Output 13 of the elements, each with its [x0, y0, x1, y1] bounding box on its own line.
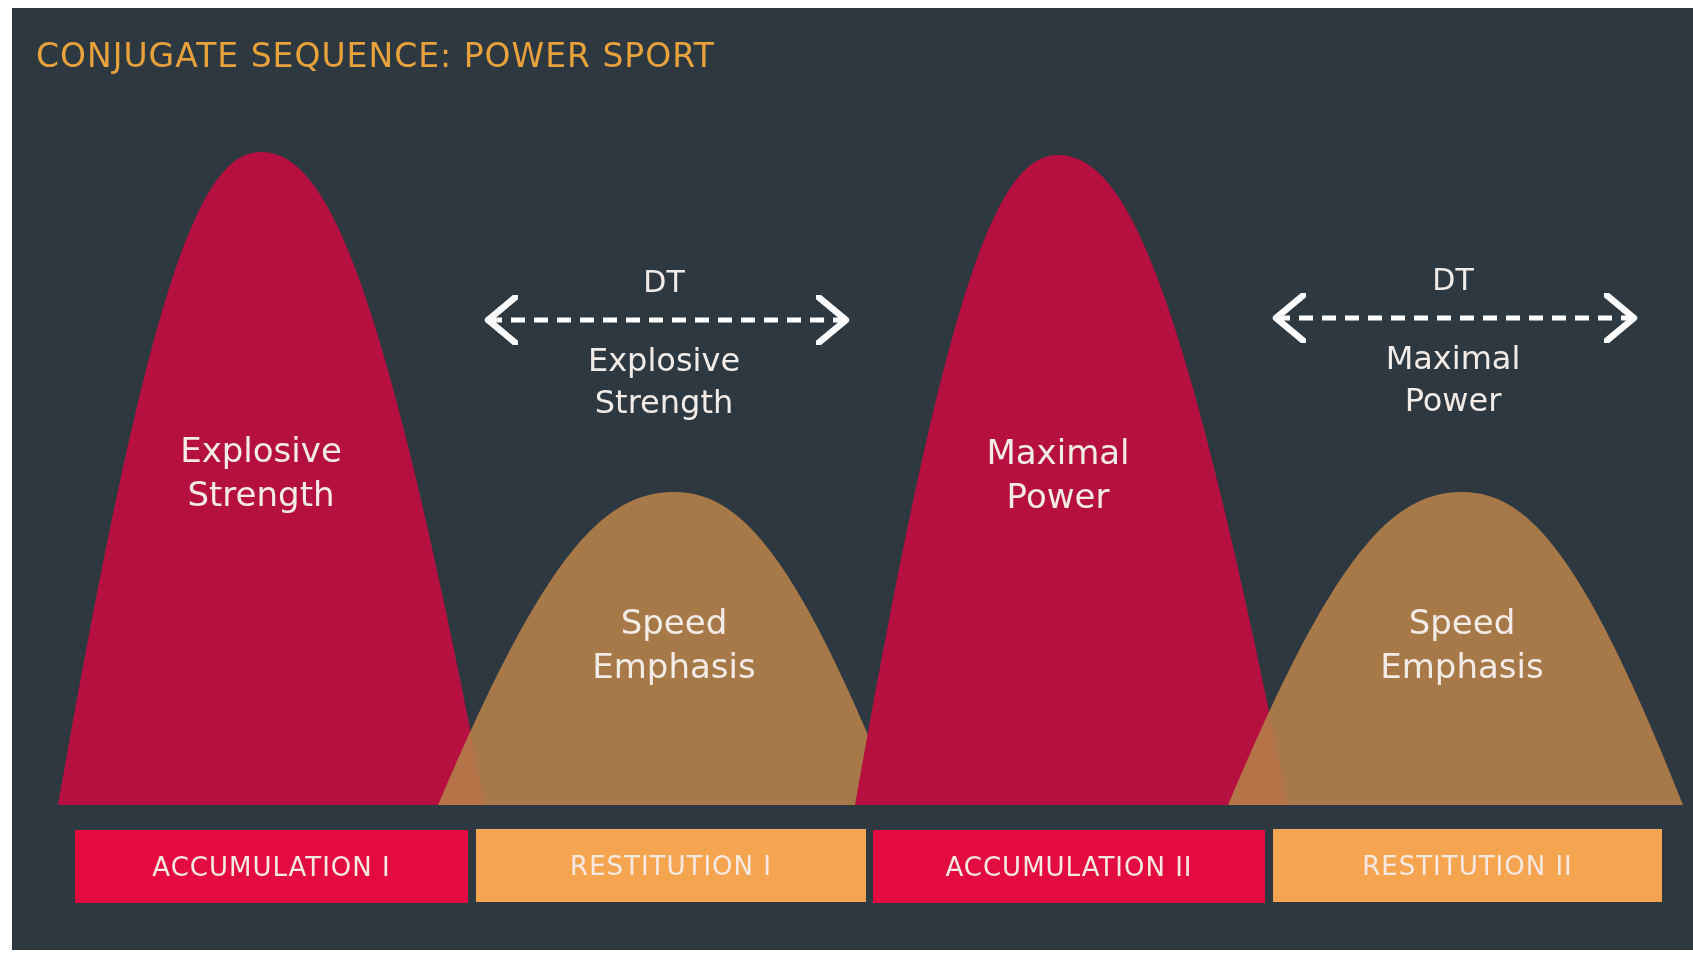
curve-label: Speed Emphasis	[1379, 601, 1545, 689]
curve-label: Explosive Strength	[179, 429, 343, 517]
phase-bar: ACCUMULATION II	[873, 830, 1265, 903]
dt-label: DT	[642, 263, 686, 301]
curve-label: Maximal Power	[985, 431, 1131, 519]
annotation-text: Maximal Power	[1384, 338, 1522, 421]
title: CONJUGATE SEQUENCE: POWER SPORT	[36, 36, 715, 75]
phase-bar: RESTITUTION II	[1273, 829, 1662, 902]
dt-label: DT	[1431, 261, 1475, 299]
phase-bar: ACCUMULATION I	[75, 830, 468, 903]
curve-label: Speed Emphasis	[591, 601, 757, 689]
phase-bar: RESTITUTION I	[476, 829, 866, 902]
annotation-text: Explosive Strength	[586, 340, 742, 423]
